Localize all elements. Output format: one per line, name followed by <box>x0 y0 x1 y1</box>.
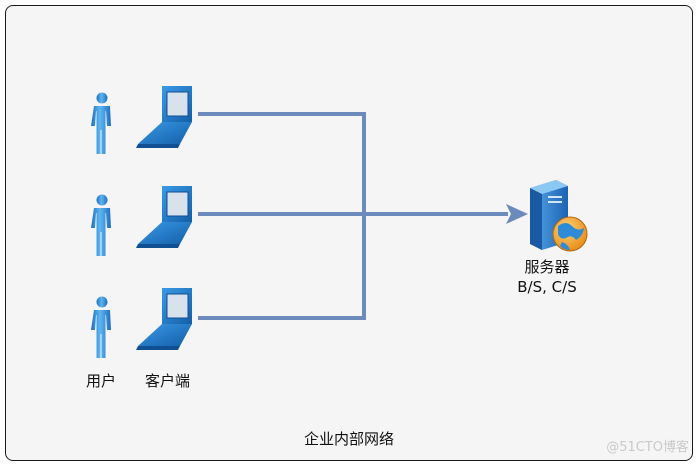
network-label: 企业内部网络 <box>303 430 394 448</box>
client-label: 客户端 <box>145 372 191 390</box>
server-name-label: 服务器 <box>524 258 570 276</box>
laptop-icon <box>135 287 193 351</box>
user-label: 用户 <box>86 372 117 390</box>
person-icon <box>91 92 111 154</box>
watermark: @51CTO博客 <box>606 440 689 455</box>
person-icon <box>91 296 111 358</box>
laptop-icon <box>135 85 193 149</box>
laptop-icon <box>135 185 193 249</box>
arrow-head <box>506 204 528 224</box>
person-icon <box>91 194 111 256</box>
server-modes-label: B/S, C/S <box>517 278 577 296</box>
globe-icon <box>552 216 588 252</box>
